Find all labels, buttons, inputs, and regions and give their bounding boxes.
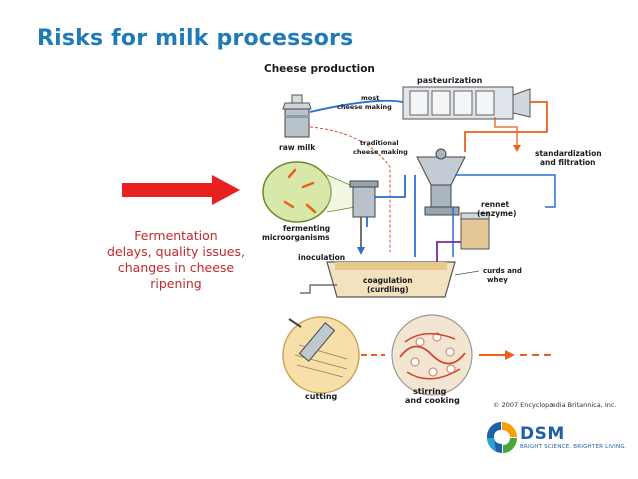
- most-label-1: most: [361, 94, 379, 102]
- copyright-text: © 2007 Encyclopædia Britannica, Inc.: [493, 401, 617, 409]
- risk-note-line: changes in cheese: [117, 260, 235, 275]
- pasteurization-label: pasteurization: [417, 76, 483, 85]
- fermenting-label-2: microorganisms: [262, 233, 330, 242]
- pasteurizer-illustration: [402, 86, 531, 120]
- standardization-label-1: standardization: [535, 149, 602, 158]
- cutting-label: cutting: [305, 392, 338, 401]
- risk-note-line: ripening: [150, 276, 202, 291]
- stirring-label-1: stirring: [413, 387, 447, 396]
- inoculation-label: inoculation: [298, 253, 345, 262]
- risk-note-line: Fermentation: [134, 228, 218, 243]
- milk-can-illustration: [282, 94, 312, 138]
- stirring-label-2: and cooking: [405, 396, 460, 405]
- slide-title: Risks for milk processors: [37, 26, 354, 51]
- brand-tagline: BRIGHT SCIENCE. BRIGHTER LIVING.: [520, 444, 627, 450]
- most-label-2: cheese making: [337, 103, 392, 111]
- flow-arrow-most: [309, 99, 404, 113]
- stirring-illustration: [391, 314, 473, 396]
- rennet-label-2: (enzyme): [477, 209, 516, 218]
- risk-note-line: delays, quality issues,: [107, 244, 245, 259]
- culture-container-illustration: [349, 180, 379, 249]
- brand-name: DSM: [520, 424, 565, 444]
- curds-label-1: curds and: [483, 267, 522, 275]
- microorganisms-illustration: [262, 161, 356, 223]
- fermenting-label-1: fermenting: [283, 224, 330, 233]
- risk-note: Fermentation delays, quality issues, cha…: [96, 228, 256, 292]
- separator-illustration: [416, 148, 466, 216]
- rennet-jar-illustration: [460, 212, 490, 250]
- red-arrow-icon: [122, 175, 240, 205]
- dsm-logo-icon: [487, 422, 517, 453]
- traditional-label-2: cheese making: [353, 148, 408, 156]
- traditional-label-1: traditional: [360, 139, 399, 147]
- cutting-illustration: [282, 316, 360, 394]
- rennet-label-1: rennet: [481, 200, 510, 209]
- coagulation-label-2: (curdling): [367, 285, 409, 294]
- curds-label-2: whey: [487, 276, 508, 284]
- raw-milk-label: raw milk: [279, 143, 316, 152]
- flow-arrow-pasteurized: [464, 101, 548, 152]
- diagram-title: Cheese production: [264, 63, 375, 75]
- cheese-production-diagram: Cheese production pasteurization raw mil…: [262, 63, 617, 409]
- coagulation-vat-illustration: [300, 261, 456, 298]
- standardization-label-2: and filtration: [540, 158, 596, 167]
- flow-arrow-traditional: [309, 126, 391, 252]
- coagulation-label-1: coagulation: [363, 276, 413, 285]
